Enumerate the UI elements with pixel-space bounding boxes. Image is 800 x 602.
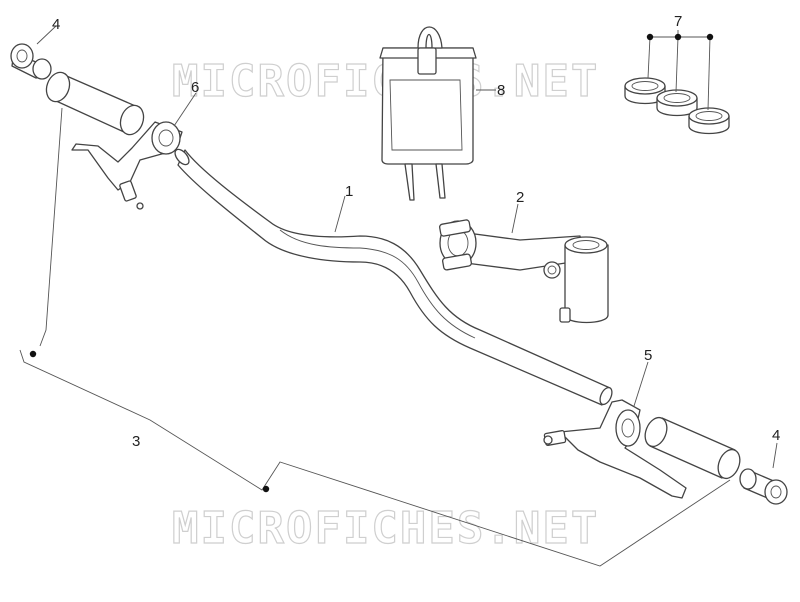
callout-5: 5 [644, 347, 652, 364]
leader-lines [19, 25, 778, 567]
grip-cap-left [10, 43, 52, 80]
callout-6: 6 [191, 79, 199, 96]
callout-7: 7 [674, 13, 682, 30]
bushing-kit [624, 77, 730, 135]
brake-lever-right [543, 399, 687, 499]
callout-3: 3 [132, 433, 140, 450]
leader-dots [29, 33, 714, 493]
grip-left [45, 71, 145, 136]
grip-right [644, 416, 741, 480]
brake-lever-left [71, 121, 183, 210]
callout-2: 2 [516, 189, 524, 206]
callout-4-left: 4 [52, 16, 60, 33]
watermark-bottom: MICROFICHES.NET [172, 503, 599, 554]
callout-4-right: 4 [772, 427, 780, 444]
stem [439, 219, 609, 324]
storage-bag [379, 26, 477, 201]
grip-cap-right [739, 468, 788, 505]
handlebar [174, 148, 613, 406]
callout-8: 8 [497, 82, 505, 99]
callout-1: 1 [345, 183, 353, 200]
